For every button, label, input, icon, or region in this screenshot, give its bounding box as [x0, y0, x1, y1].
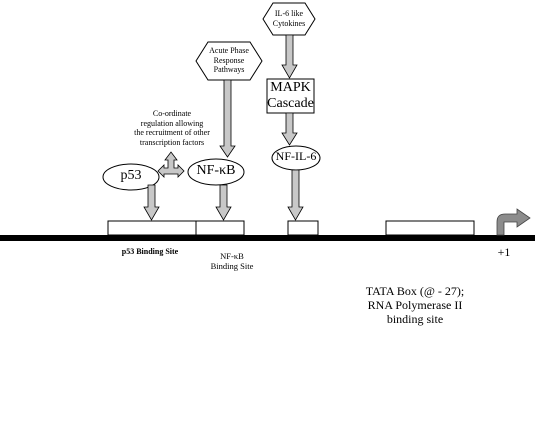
arrow-mapk-to-nfil6	[281, 112, 298, 146]
p53-ellipse	[102, 163, 160, 191]
mapk-cascade-box	[266, 78, 315, 114]
p53-binding-site-label: p53 Binding Site	[121, 247, 179, 256]
nfil6-binding-box	[287, 220, 319, 236]
nfkb-binding-site-label: NF-κB Binding Site	[210, 251, 254, 271]
nfkb-ellipse	[187, 158, 245, 186]
il6-cytokines-label: IL-6 like Cytokines	[272, 9, 306, 28]
nfkb-label: NF-κB	[196, 163, 236, 178]
dna-strand	[0, 235, 535, 241]
nfkb-binding-box	[195, 220, 245, 236]
arrow-p53-to-site	[143, 184, 160, 221]
coordinate-three-way-arrow	[157, 151, 185, 178]
acute-phase-label: Acute Phase Response Pathways	[209, 46, 249, 75]
coordinate-note: Co-ordinate regulation allowing the recr…	[134, 109, 210, 147]
arrow-acute-to-nfkb	[219, 79, 236, 158]
arrow-nfkb-to-site	[215, 184, 232, 221]
acute-phase-hexagon	[195, 41, 263, 81]
arrow-il6-to-mapk	[281, 34, 298, 79]
tss-plus-one-label: +1	[497, 245, 511, 259]
p53-binding-box	[107, 220, 197, 236]
tata-box-label: TATA Box (@ - 27); RNA Polymerase II bin…	[365, 284, 465, 326]
p53-label: p53	[120, 168, 142, 183]
mapk-cascade-label: MAPK Cascade	[267, 80, 314, 112]
tata-box	[385, 220, 475, 236]
tss-arrow	[496, 208, 531, 236]
arrow-nfil6-to-site	[287, 169, 304, 221]
il6-cytokines-hexagon	[262, 2, 316, 36]
nfil6-label: NF-IL-6	[275, 149, 317, 163]
